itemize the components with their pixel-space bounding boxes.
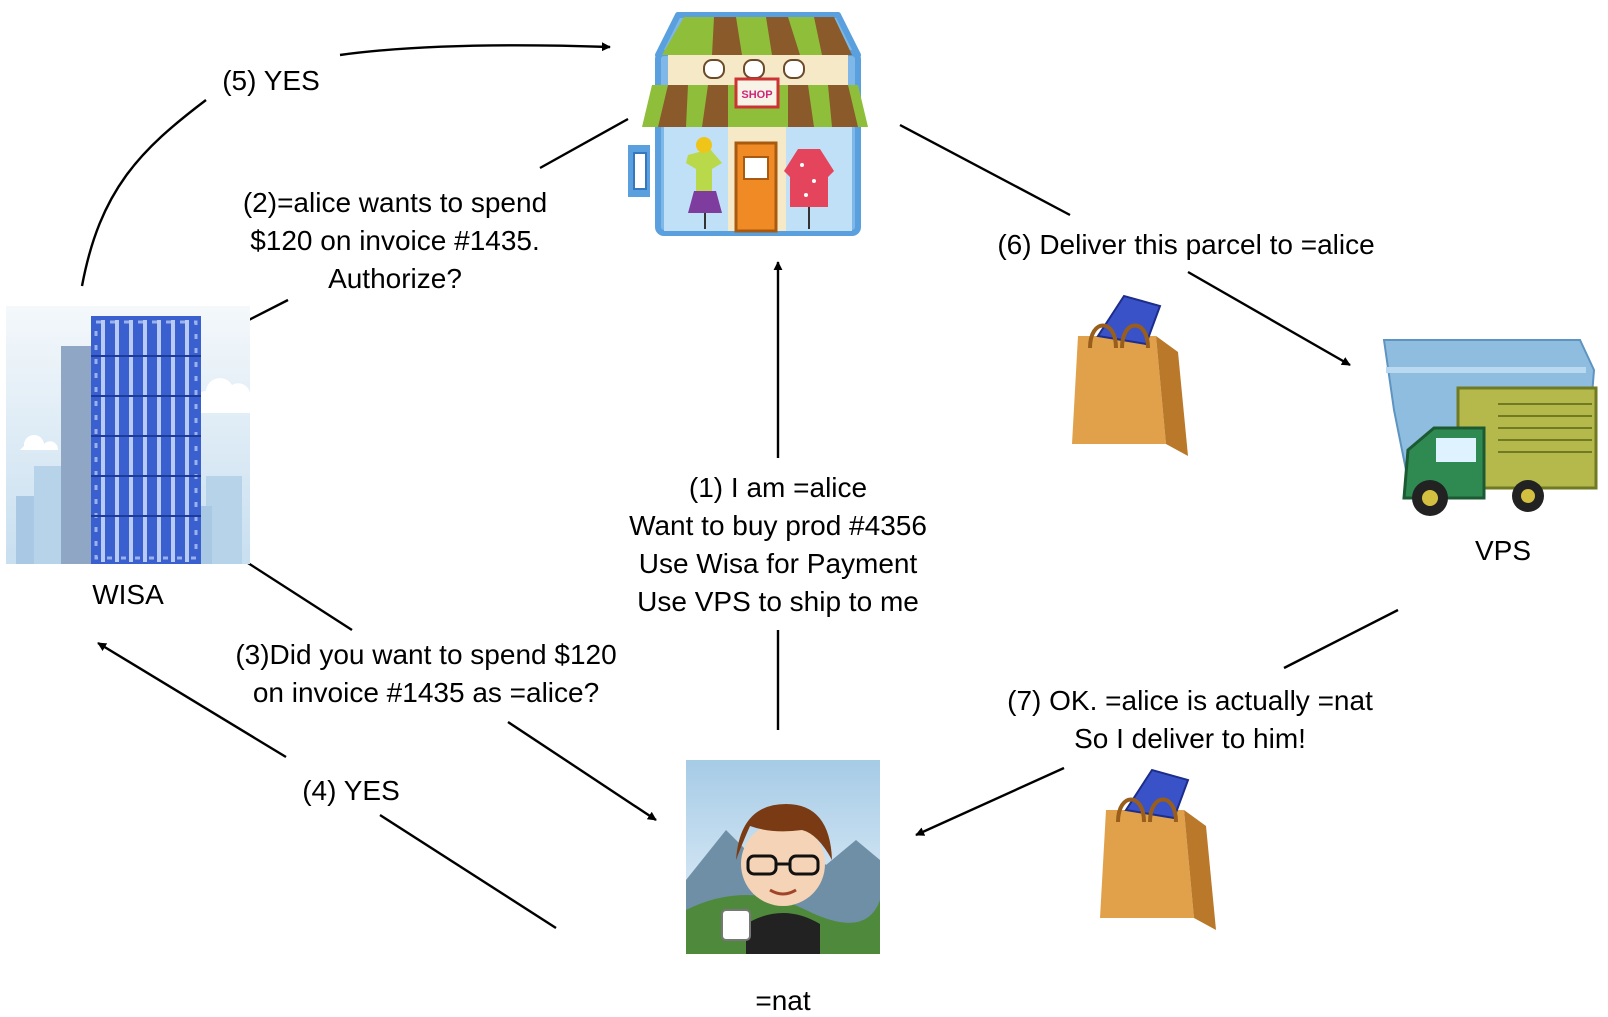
arrow-step-5-head: [339, 42, 611, 57]
arrow-step-7-head: [915, 766, 1065, 837]
arrow-step-6-head: [1187, 270, 1351, 367]
step-6-line-1: (6) Deliver this parcel to =alice: [997, 229, 1375, 260]
mannequin-left: [686, 137, 722, 229]
wisa-label: WISA: [92, 579, 164, 610]
arrow-step-4-head: [97, 641, 287, 759]
step-3-line-2: on invoice #1435 as =alice?: [252, 677, 600, 708]
step-3-line-1: (3)Did you want to spend $120: [235, 639, 617, 670]
mannequin-right: [784, 149, 834, 229]
step-7-line-2: So I deliver to him!: [1074, 723, 1306, 754]
step-5-label: (5) YES: [196, 62, 346, 100]
arrow-step-3-head: [507, 720, 657, 822]
step-2-line-1: (2)=alice wants to spend: [242, 187, 548, 218]
step-7-label: (7) OK. =alice is actually =nat So I del…: [970, 682, 1410, 758]
step-1-line-4: Use VPS to ship to me: [637, 586, 919, 617]
arrow-step-4-tail: [379, 813, 557, 930]
shopping-bag-icon: [1072, 294, 1188, 456]
nat-label: =nat: [755, 985, 811, 1016]
step-6-label: (6) Deliver this parcel to =alice: [936, 226, 1436, 264]
step-3-label: (3)Did you want to spend $120 on invoice…: [196, 636, 656, 712]
top-awning: [662, 17, 852, 55]
arrow-step-6-tail: [899, 123, 1071, 217]
step-1-line-1: (1) I am =alice: [688, 472, 868, 503]
user-avatar-icon: [686, 760, 880, 954]
shopping-bag-icon: [1100, 768, 1216, 930]
step-1-line-3: Use Wisa for Payment: [638, 548, 918, 579]
step-4-label: (4) YES: [276, 772, 426, 810]
delivery-truck-icon: [1382, 339, 1598, 516]
step-1-label: (1) I am =alice Want to buy prod #4356 U…: [590, 469, 966, 621]
step-1-line-2: Want to buy prod #4356: [629, 510, 927, 541]
step-2-line-3: Authorize?: [328, 263, 462, 294]
arrow-step-3-tail: [247, 561, 353, 632]
step-2-label: (2)=alice wants to spend $120 on invoice…: [200, 184, 590, 298]
step-2-line-2: $120 on invoice #1435.: [250, 225, 540, 256]
step-5-line-1: (5) YES: [222, 65, 320, 96]
vps-label: VPS: [1474, 535, 1532, 566]
shop-sign: [734, 77, 780, 109]
arrow-step-5: [80, 99, 207, 287]
shop-storefront-icon: SHOP: [628, 12, 868, 236]
step-7-line-1: (7) OK. =alice is actually =nat: [1007, 685, 1373, 716]
office-building-icon: [6, 306, 250, 564]
arrow-step-7-tail: [1283, 608, 1399, 670]
arrow-step-2-tail: [539, 117, 629, 170]
shop-sign-text: SHOP: [741, 89, 772, 101]
step-4-line-1: (4) YES: [302, 775, 400, 806]
